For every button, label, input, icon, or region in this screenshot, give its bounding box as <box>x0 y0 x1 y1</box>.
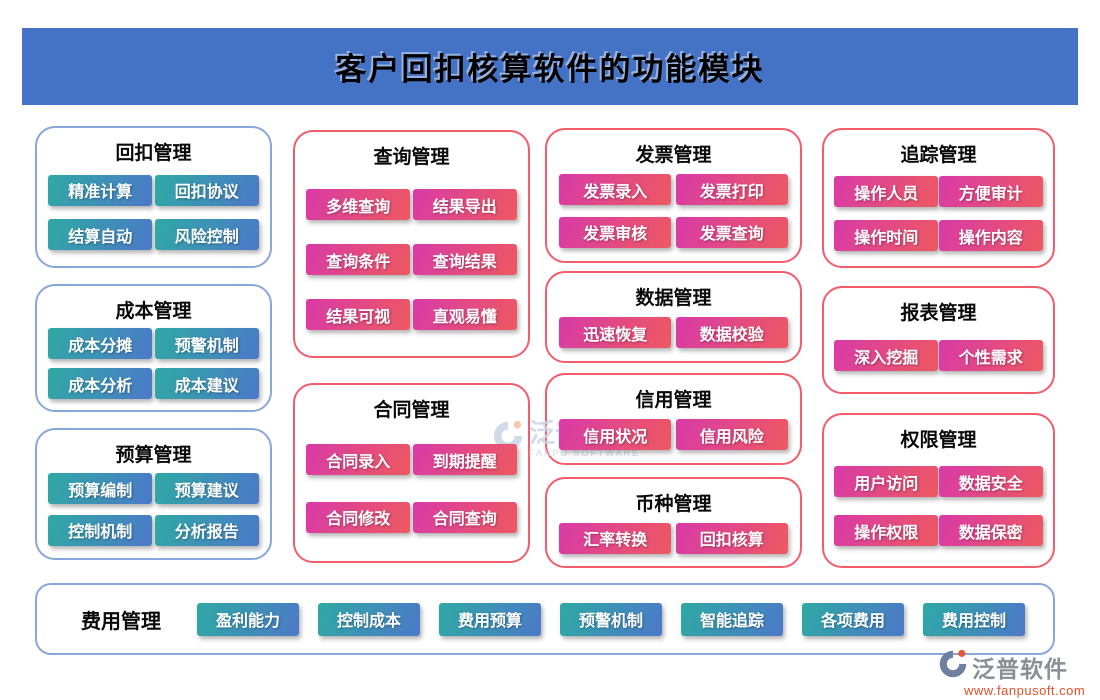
invoice-entry-button[interactable]: 发票录入 <box>559 174 672 206</box>
card-cost-management: 成本管理 成本分摊 预警机制 成本分析 成本建议 <box>35 284 272 412</box>
cost-control-button[interactable]: 控制成本 <box>318 602 420 636</box>
card-permission-management: 权限管理 用户访问 数据安全 操作权限 数据保密 <box>822 413 1055 568</box>
cost-analysis-button[interactable]: 成本分析 <box>48 368 153 399</box>
button-grid: 用户访问 数据安全 操作权限 数据保密 <box>824 452 1053 566</box>
card-invoice-management: 发票管理 发票录入 发票打印 发票审核 发票查询 <box>545 128 802 263</box>
user-access-button[interactable]: 用户访问 <box>834 466 939 497</box>
header-banner: 客户回扣核算软件的功能模块 <box>22 28 1078 105</box>
control-mechanism-button[interactable]: 控制机制 <box>48 514 153 546</box>
cost-allocation-button[interactable]: 成本分摊 <box>48 328 153 359</box>
invoice-printing-button[interactable]: 发票打印 <box>675 174 788 206</box>
auto-settlement-button[interactable]: 结算自动 <box>48 219 153 251</box>
operation-content-button[interactable]: 操作内容 <box>938 220 1043 251</box>
card-title-permission: 权限管理 <box>900 430 977 451</box>
card-title-query: 查询管理 <box>373 147 450 168</box>
accurate-calculation-button[interactable]: 精准计算 <box>48 174 153 206</box>
card-title-contract: 合同管理 <box>373 400 450 421</box>
analysis-report-button[interactable]: 分析报告 <box>154 514 259 546</box>
button-grid: 汇率转换 回扣核算 <box>547 516 800 566</box>
card-title-expense: 费用管理 <box>81 610 161 633</box>
card-tracking-management: 追踪管理 操作人员 方便审计 操作时间 操作内容 <box>822 128 1055 268</box>
card-contract-management: 合同管理 合同录入 到期提醒 合同修改 合同查询 <box>293 383 530 563</box>
contract-entry-button[interactable]: 合同录入 <box>306 444 411 476</box>
smart-tracking-button[interactable]: 智能追踪 <box>681 602 783 636</box>
rebate-accounting-button[interactable]: 回扣核算 <box>675 522 788 554</box>
logo-row: 泛普软件 <box>938 649 1085 684</box>
multi-dimensional-query-button[interactable]: 多维查询 <box>306 189 411 220</box>
rebate-agreement-button[interactable]: 回扣协议 <box>154 174 259 206</box>
button-grid: 精准计算 回扣协议 结算自动 风险控制 <box>37 165 270 266</box>
expense-control-button[interactable]: 费用控制 <box>923 602 1025 636</box>
watermark-subtext: FANPU SOFTWARE <box>529 448 641 458</box>
data-security-button[interactable]: 数据安全 <box>938 466 1043 497</box>
fanpu-watermark-icon <box>492 420 524 457</box>
card-title-tracking: 追踪管理 <box>900 145 977 166</box>
budget-suggestion-button[interactable]: 预算建议 <box>154 473 259 505</box>
deep-mining-button[interactable]: 深入挖掘 <box>834 340 939 371</box>
fanpu-logo-icon <box>938 649 968 684</box>
expense-budget-button[interactable]: 费用预算 <box>439 602 541 636</box>
button-grid: 信用状况 信用风险 <box>547 412 800 463</box>
logo-url: www.fanpusoft.com <box>964 683 1086 698</box>
operation-permission-button[interactable]: 操作权限 <box>834 515 939 546</box>
warning-mechanism-button[interactable]: 预警机制 <box>154 328 259 359</box>
button-grid: 成本分摊 预警机制 成本分析 成本建议 <box>37 323 270 410</box>
exchange-rate-conversion-button[interactable]: 汇率转换 <box>559 522 672 554</box>
data-validation-button[interactable]: 数据校验 <box>675 317 788 348</box>
card-title-rebate: 回扣管理 <box>115 143 192 164</box>
card-title-report: 报表管理 <box>900 303 977 324</box>
operation-time-button[interactable]: 操作时间 <box>834 220 939 251</box>
button-grid: 深入挖掘 个性需求 <box>824 325 1053 392</box>
various-expenses-button[interactable]: 各项费用 <box>802 602 904 636</box>
card-data-management: 数据管理 迅速恢复 数据校验 <box>545 271 802 363</box>
card-title-credit: 信用管理 <box>635 390 712 411</box>
query-conditions-button[interactable]: 查询条件 <box>306 244 411 275</box>
expiry-reminder-button[interactable]: 到期提醒 <box>412 444 517 476</box>
invoice-query-button[interactable]: 发票查询 <box>675 216 788 248</box>
query-results-button[interactable]: 查询结果 <box>412 244 517 275</box>
risk-control-button[interactable]: 风险控制 <box>154 219 259 251</box>
logo-name: 泛普软件 <box>972 655 1068 682</box>
card-title-data: 数据管理 <box>635 288 712 309</box>
intuitive-understanding-button[interactable]: 直观易懂 <box>412 299 517 330</box>
card-title-budget: 预算管理 <box>115 445 192 466</box>
fanpu-logo: 泛普软件 www.fanpusoft.com <box>938 649 1085 698</box>
rapid-recovery-button[interactable]: 迅速恢复 <box>559 317 672 348</box>
page-title: 客户回扣核算软件的功能模块 <box>335 52 765 87</box>
credit-status-button[interactable]: 信用状况 <box>559 419 672 450</box>
invoice-review-button[interactable]: 发票审核 <box>559 216 672 248</box>
card-query-management: 查询管理 多维查询 结果导出 查询条件 查询结果 结果可视 直观易懂 <box>293 130 530 358</box>
card-title-invoice: 发票管理 <box>635 145 712 166</box>
personalized-needs-button[interactable]: 个性需求 <box>938 340 1043 371</box>
profitability-button[interactable]: 盈利能力 <box>197 602 299 636</box>
operator-button[interactable]: 操作人员 <box>834 176 939 207</box>
credit-risk-button[interactable]: 信用风险 <box>675 419 788 450</box>
button-grid: 合同录入 到期提醒 合同修改 合同查询 <box>295 422 528 561</box>
easy-audit-button[interactable]: 方便审计 <box>938 176 1043 207</box>
card-credit-management: 信用管理 信用状况 信用风险 <box>545 373 802 465</box>
button-grid: 操作人员 方便审计 操作时间 操作内容 <box>824 167 1053 266</box>
button-grid: 迅速恢复 数据校验 <box>547 310 800 361</box>
button-row: 盈利能力 控制成本 费用预算 预警机制 智能追踪 各项费用 费用控制 <box>197 602 1025 636</box>
contract-query-button[interactable]: 合同查询 <box>412 501 517 533</box>
contract-modification-button[interactable]: 合同修改 <box>306 501 411 533</box>
button-grid: 多维查询 结果导出 查询条件 查询结果 结果可视 直观易懂 <box>295 169 528 356</box>
card-title-currency: 币种管理 <box>635 494 712 515</box>
card-budget-management: 预算管理 预算编制 预算建议 控制机制 分析报告 <box>35 428 272 560</box>
card-expense-management: 费用管理 盈利能力 控制成本 费用预算 预警机制 智能追踪 各项费用 费用控制 <box>35 583 1055 655</box>
result-visualization-button[interactable]: 结果可视 <box>306 299 411 330</box>
cost-suggestion-button[interactable]: 成本建议 <box>154 368 259 399</box>
budget-preparation-button[interactable]: 预算编制 <box>48 473 153 505</box>
card-currency-management: 币种管理 汇率转换 回扣核算 <box>545 477 802 568</box>
result-export-button[interactable]: 结果导出 <box>412 189 517 220</box>
button-grid: 预算编制 预算建议 控制机制 分析报告 <box>37 467 270 558</box>
card-rebate-management: 回扣管理 精准计算 回扣协议 结算自动 风险控制 <box>35 126 272 268</box>
card-title-cost: 成本管理 <box>115 301 192 322</box>
warning-mechanism-button[interactable]: 预警机制 <box>560 602 662 636</box>
button-grid: 发票录入 发票打印 发票审核 发票查询 <box>547 167 800 261</box>
data-confidentiality-button[interactable]: 数据保密 <box>938 515 1043 546</box>
card-report-management: 报表管理 深入挖掘 个性需求 <box>822 286 1055 394</box>
